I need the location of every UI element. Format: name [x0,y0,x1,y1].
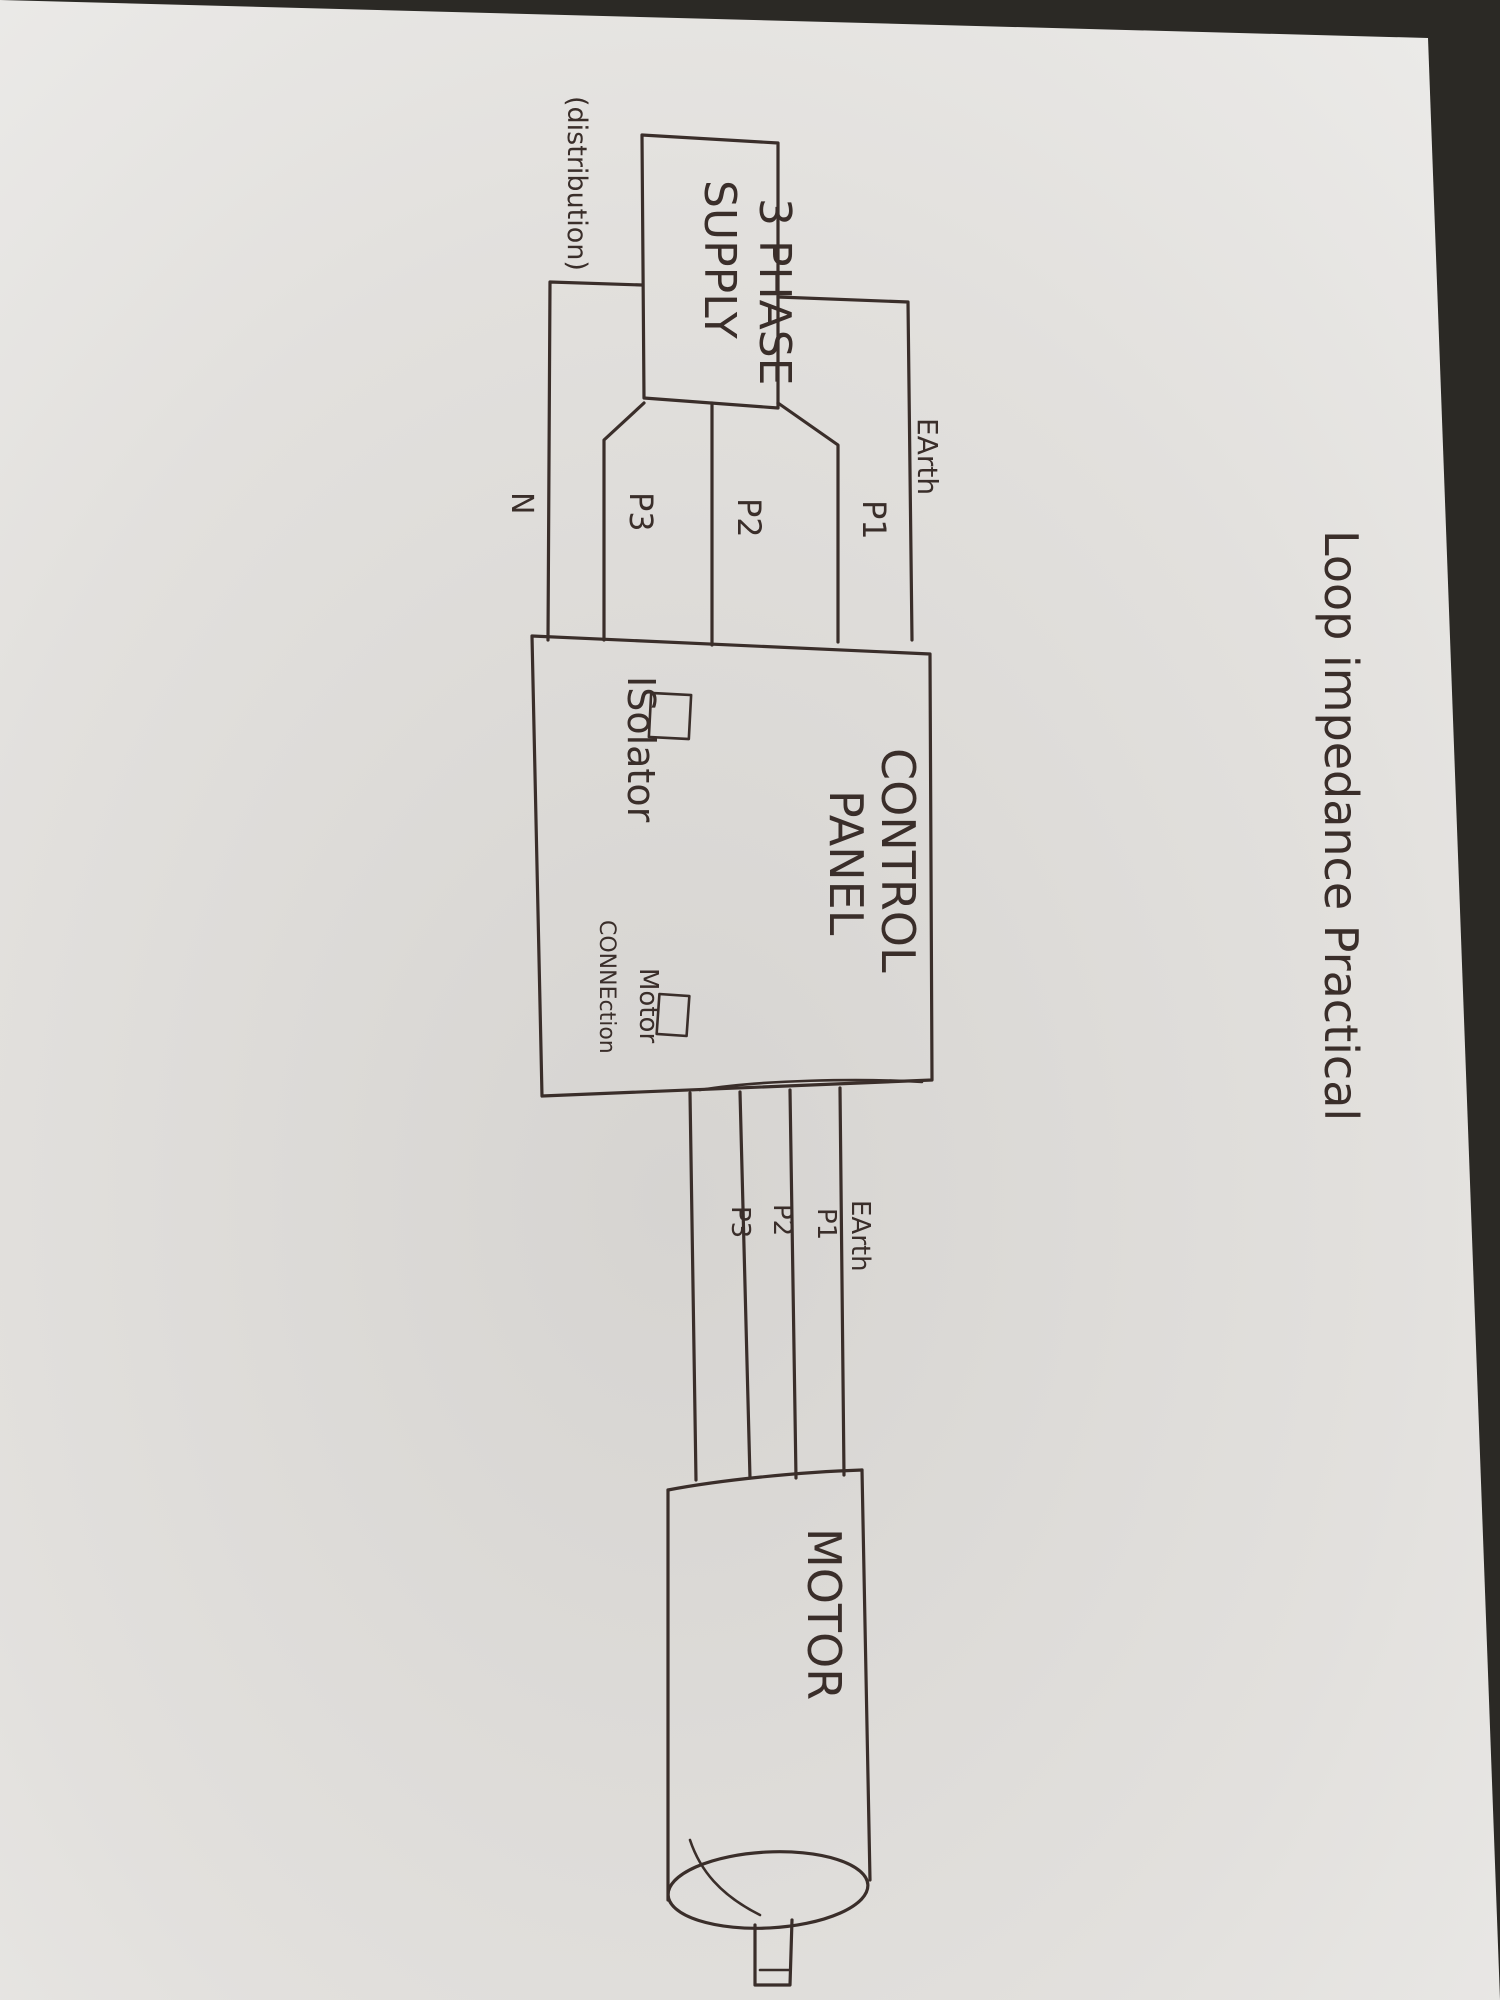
supply-wires [546,280,914,647]
motor-earth-label: EArth [845,1200,875,1272]
motor-connection-label-line2: CONNEction [594,920,619,1054]
motor-p3-wire [688,1091,698,1482]
motor-wires [688,1086,846,1482]
cable-gland [698,1078,924,1092]
diagram-title: Loop impedance Practical [1314,530,1368,1121]
supply-neutral-wire [546,280,644,642]
isolator-label: ISolator [619,676,663,823]
motor-label: MOTOR [797,1528,851,1700]
motor-p2-label: P2 [767,1204,797,1236]
motor-p1-wire [788,1088,798,1480]
motor-p1-label: P1 [811,1208,841,1240]
supply-label-line1: 3 PHASE [749,198,800,385]
isolator-switch [647,691,693,741]
control-panel-label-line1: CONTROL [871,748,925,973]
supply-label-line2: SUPPLY [694,180,745,339]
supply-p2-label: P2 [730,498,768,538]
supply-p3-wire [602,401,646,642]
motor-p3-label: P3 [725,1206,755,1238]
supply-p3-label: P3 [622,492,660,532]
motor-earth-wire [838,1086,846,1477]
supply-p1-wire [776,401,840,644]
control-panel-label-line2: PANEL [819,790,873,936]
motor-p2-wire [738,1090,752,1480]
motor-body [666,1468,872,1930]
control-panel-box [530,634,934,1098]
supply-earth-label: EArth [911,418,944,495]
motor-connection-box [655,992,691,1038]
supply-neutral-label: N [504,492,539,514]
supply-note-distribution: (distribution) [561,96,592,271]
supply-earth-wire [776,295,914,642]
supply-box [640,133,780,410]
motor-connection-label-line1: Motor [633,968,663,1043]
motor-shaft [753,1918,794,1987]
supply-p1-label: P1 [855,500,893,540]
